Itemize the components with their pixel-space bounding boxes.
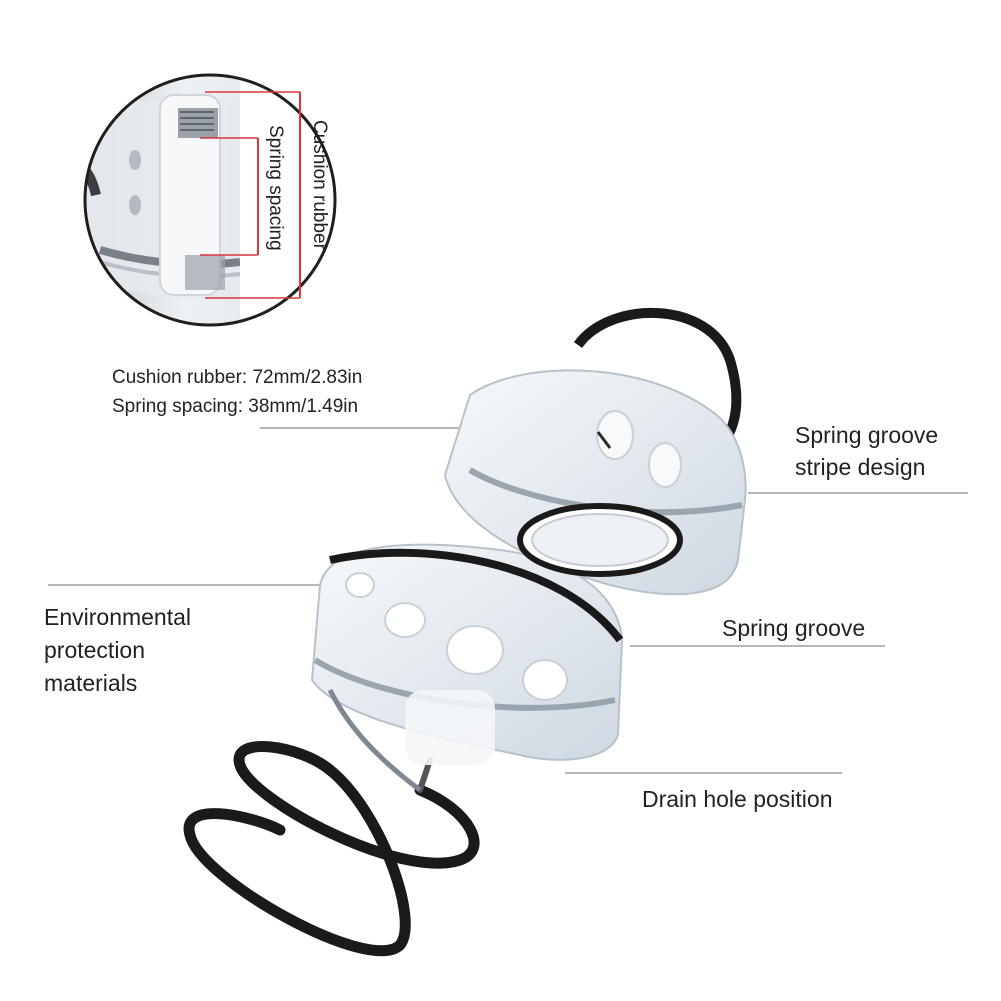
callout-groove: Spring groove (722, 615, 865, 641)
inset-spacing-label: Spring spacing (265, 125, 286, 251)
measurement-markers (200, 91, 301, 299)
callout-env-line3: materials (44, 670, 137, 696)
detail-inset: Cushion rubber Spring spacing (83, 73, 337, 327)
callout-stripe-line1: Spring groove (795, 422, 938, 448)
spec-cushion-text: Cushion rubber: 72mm/2.83in (112, 367, 362, 388)
inset-cushion-label: Cushion rubber (309, 120, 330, 251)
spec-spacing-text: Spring spacing: 38mm/1.49in (112, 396, 358, 417)
callout-drain: Drain hole position (642, 786, 833, 812)
coil-spring (183, 741, 480, 957)
callout-env-line2: protection (44, 637, 145, 663)
callout-stripe-line2: stripe design (795, 454, 925, 480)
upper-rubber-cushion (443, 307, 747, 596)
lower-rubber-cushion (310, 543, 624, 792)
callout-env-line1: Environmental (44, 604, 191, 630)
